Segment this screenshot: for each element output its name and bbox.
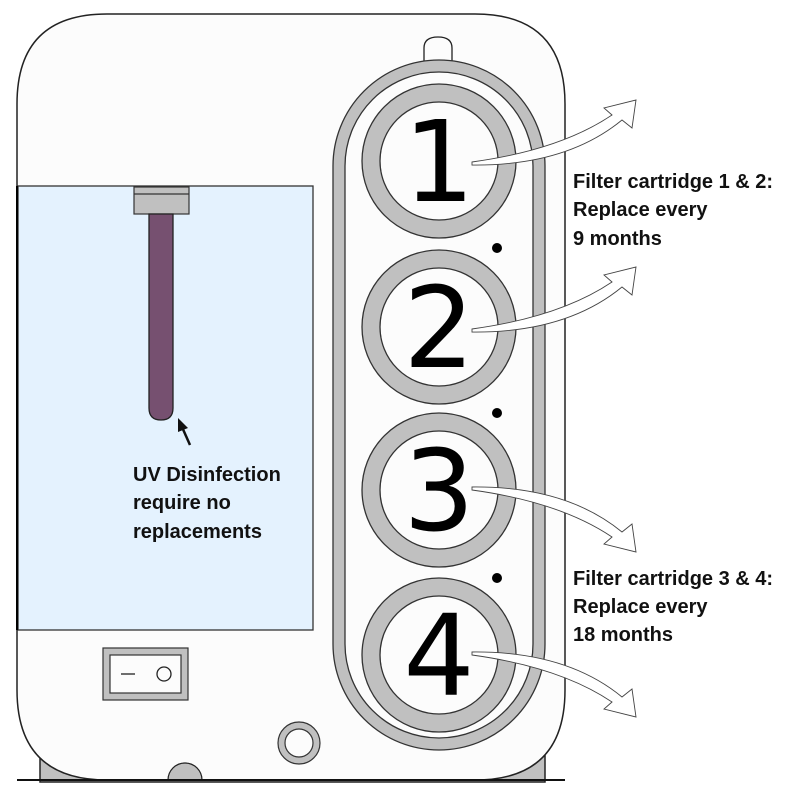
replace-arrow-icon	[471, 99, 637, 166]
replace-arrow-icon	[471, 486, 637, 553]
cartridge-number: 2	[403, 264, 474, 394]
replace-arrow-icon	[471, 266, 637, 333]
uv-label-line-3: replacements	[133, 521, 262, 543]
group-3-4-line-3: 18 months	[573, 624, 673, 646]
uv-label-line-2: require no	[133, 492, 231, 514]
top-knob	[423, 36, 453, 62]
cartridge-number: 4	[403, 592, 474, 722]
group-1-2-line-2: Replace every	[573, 199, 708, 221]
group-3-4-line-1: Filter cartridge 3 & 4:	[573, 568, 773, 590]
switch-on-mark-icon	[156, 666, 172, 682]
filter-cartridge-3[interactable]: 3	[361, 412, 517, 568]
uv-pointer-arrow-icon	[178, 418, 192, 446]
uv-label-line-1: UV Disinfection	[133, 464, 281, 486]
cartridge-number: 1	[403, 98, 474, 228]
indicator-dot	[492, 573, 502, 583]
filter-cartridge-4[interactable]: 4	[361, 577, 517, 733]
group-1-2-line-3: 9 months	[573, 228, 662, 250]
indicator-dot	[492, 243, 502, 253]
group-3-4-line-2: Replace every	[573, 596, 708, 618]
bottom-foot	[167, 762, 203, 781]
group-1-2-line-1: Filter cartridge 1 & 2:	[573, 171, 773, 193]
cartridge-number: 3	[403, 427, 474, 557]
power-switch[interactable]	[102, 647, 189, 701]
indicator-dot	[492, 408, 502, 418]
uv-lamp-tube	[148, 213, 174, 421]
filter-cartridge-1[interactable]: 1	[361, 83, 517, 239]
filter-cartridge-2[interactable]: 2	[361, 249, 517, 405]
replace-arrow-icon	[471, 651, 637, 718]
uv-lamp-cap	[133, 186, 190, 215]
